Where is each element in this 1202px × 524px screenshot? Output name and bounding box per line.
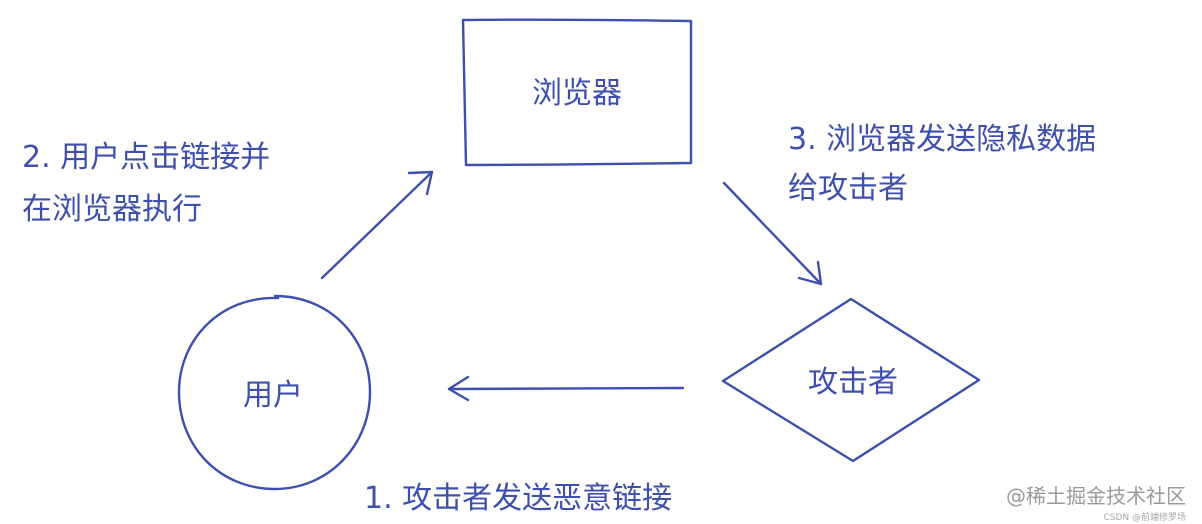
step3-line2: 给攻击者: [788, 171, 908, 206]
user-circle: [177, 294, 372, 491]
step3-label: 3. 浏览器发送隐私数据 给攻击者: [788, 122, 1096, 206]
browser-label: 浏览器: [532, 76, 622, 111]
arrow-browser-to-attacker: [722, 181, 823, 286]
watermark-sub: CSDN @前端修罗场: [1103, 511, 1186, 523]
user-node: 用户: [177, 294, 372, 491]
attacker-diamond: [721, 297, 981, 463]
step2-line1: 2. 用户点击链接并: [22, 140, 270, 175]
step1-label: 1. 攻击者发送恶意链接: [364, 481, 672, 516]
user-label: 用户: [243, 378, 303, 413]
browser-box: [461, 18, 693, 167]
arrow-attacker-to-user: [447, 375, 685, 402]
step3-line1: 3. 浏览器发送隐私数据: [788, 122, 1096, 157]
watermark: @稀土掘金技术社区 CSDN @前端修罗场: [1006, 484, 1186, 523]
step2-label: 2. 用户点击链接并 在浏览器执行: [22, 140, 270, 227]
attacker-label: 攻击者: [808, 365, 898, 400]
step2-line2: 在浏览器执行: [22, 192, 202, 227]
attacker-node: 攻击者: [721, 297, 981, 463]
arrow-user-to-browser: [320, 170, 434, 280]
browser-node: 浏览器: [461, 18, 693, 167]
watermark-main: @稀土掘金技术社区: [1006, 484, 1186, 508]
